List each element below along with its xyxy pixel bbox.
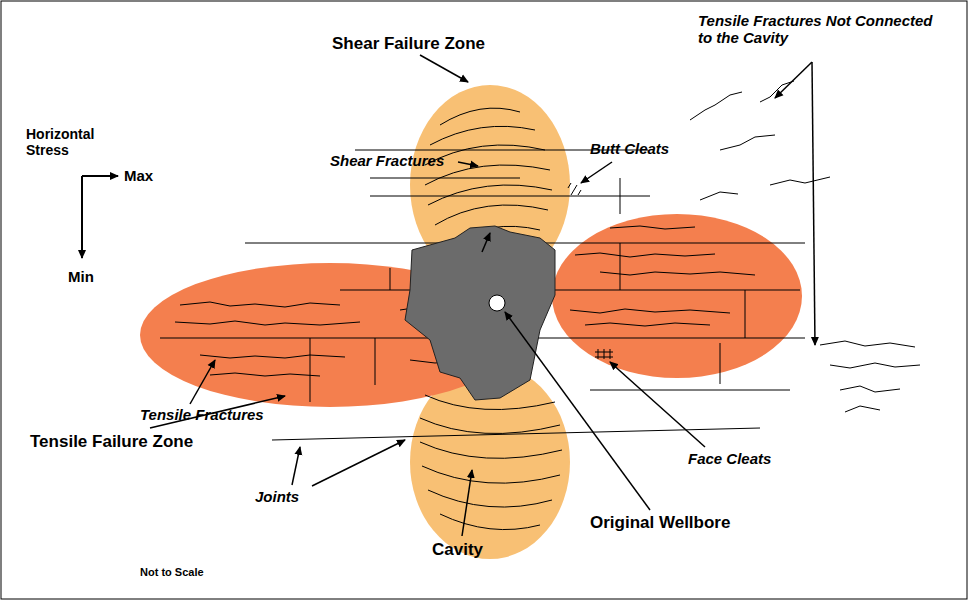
stress-label: Horizontal Stress: [26, 126, 116, 158]
scale-note: Not to Scale: [140, 566, 204, 579]
stress-direction: Min: [68, 268, 94, 285]
zone-label: Tensile Failure Zone: [30, 432, 193, 452]
wellbore-label: Original Wellbore: [590, 513, 730, 533]
joint-label: Joints: [255, 488, 299, 505]
fracture-label: Shear Fractures: [330, 152, 444, 169]
fracture-label: Tensile Fractures: [140, 406, 264, 423]
cleat-label: Face Cleats: [688, 450, 771, 467]
fracture-label: Tensile Fractures Not Connected to the C…: [698, 12, 933, 47]
cavity-label: Cavity: [432, 540, 483, 560]
cleat-label: Butt Cleats: [590, 140, 669, 157]
zone-label: Shear Failure Zone: [332, 34, 485, 54]
stress-direction: Max: [124, 167, 153, 184]
